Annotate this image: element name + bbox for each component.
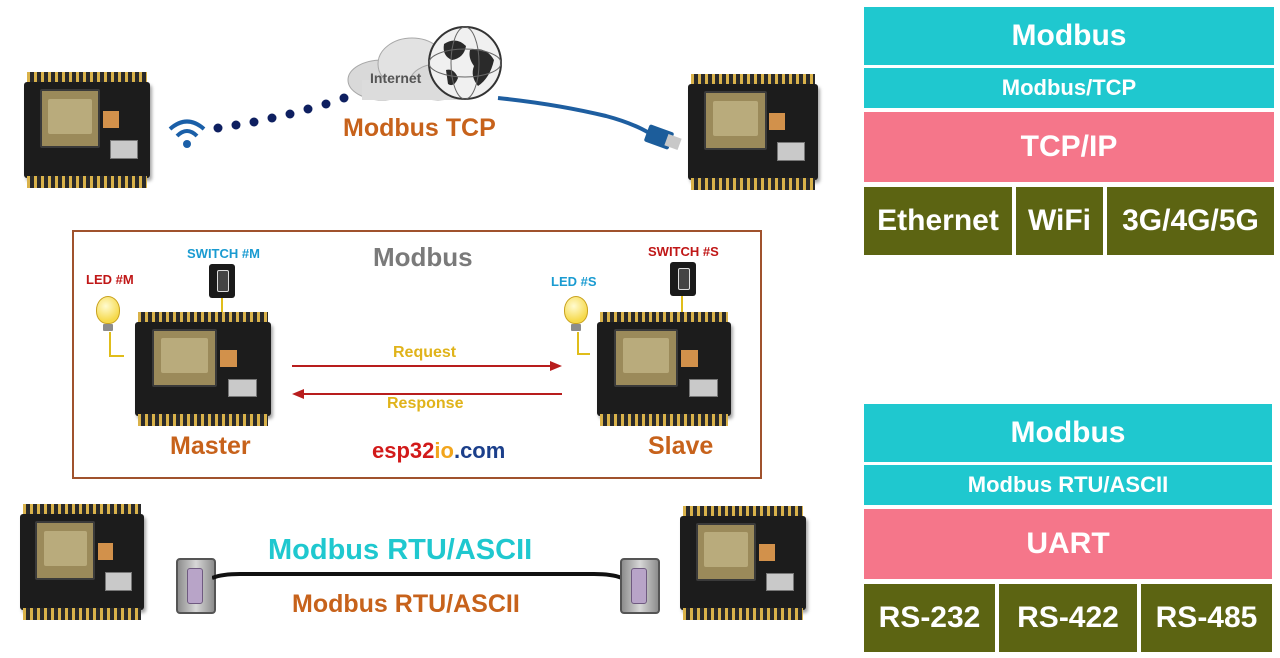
- db9-connector-left-icon: [176, 558, 216, 614]
- tcp-stack-ethernet: Ethernet: [864, 187, 1012, 255]
- wifi-icon: [168, 119, 206, 148]
- master-label: Master: [170, 432, 251, 460]
- response-label: Response: [387, 395, 464, 412]
- switch-m-icon: [209, 264, 235, 298]
- tcp-stack-cellular: 3G/4G/5G: [1107, 187, 1274, 255]
- led-s-bulb-icon: [564, 296, 588, 331]
- modbus-rtu-ascii-title-top: Modbus RTU/ASCII: [268, 534, 533, 566]
- led-m-label: LED #M: [86, 272, 134, 287]
- website-part-com: .com: [453, 438, 506, 463]
- rtu-stack-rs232: RS-232: [864, 584, 995, 652]
- rtu-stack-rs485: RS-485: [1141, 584, 1272, 652]
- ethernet-cable: [497, 96, 682, 151]
- website-label: esp32io.com: [372, 438, 505, 464]
- esp32-board-tcp-right: [672, 72, 834, 192]
- led-s-label: LED #S: [551, 274, 597, 289]
- switch-s-icon: [670, 262, 696, 296]
- master-slave-frame: [72, 230, 762, 479]
- modbus-rtu-ascii-title-bottom: Modbus RTU/ASCII: [292, 590, 520, 618]
- esp32-board-rtu-left: [4, 502, 160, 622]
- request-label: Request: [393, 344, 457, 361]
- modbus-title: Modbus: [373, 242, 473, 272]
- tcp-stack-modbus-layer: Modbus: [864, 7, 1274, 65]
- tcp-stack-tcpip-layer: TCP/IP: [864, 112, 1274, 182]
- db9-connector-right-icon: [620, 558, 660, 614]
- tcp-stack-wifi: WiFi: [1016, 187, 1103, 255]
- led-m-bulb-icon: [96, 296, 120, 331]
- rtu-stack-rs422: RS-422: [999, 584, 1137, 652]
- serial-cable: [212, 572, 622, 580]
- response-arrow: [292, 389, 562, 399]
- website-part-io: io: [434, 438, 454, 463]
- website-part-esp32: esp32: [372, 438, 435, 463]
- tcp-stack-modbus-tcp-layer: Modbus/TCP: [864, 68, 1274, 108]
- esp32-board-tcp-left: [8, 70, 166, 190]
- modbus-tcp-title: Modbus TCP: [343, 114, 496, 142]
- rtu-stack-modbus-rtu-ascii-layer: Modbus RTU/ASCII: [864, 465, 1272, 505]
- wireless-dotted-link: [213, 93, 349, 133]
- internet-label: Internet: [370, 70, 422, 86]
- esp32-board-master: [118, 310, 288, 428]
- switch-m-label: SWITCH #M: [187, 246, 260, 261]
- globe-icon: [428, 26, 502, 100]
- esp32-board-rtu-right: [664, 504, 822, 622]
- switch-s-label: SWITCH #S: [648, 244, 719, 259]
- esp32-board-slave: [580, 310, 748, 428]
- rtu-stack-uart-layer: UART: [864, 509, 1272, 579]
- request-arrow: [292, 361, 562, 371]
- rtu-stack-modbus-layer: Modbus: [864, 404, 1272, 462]
- slave-label: Slave: [648, 432, 714, 460]
